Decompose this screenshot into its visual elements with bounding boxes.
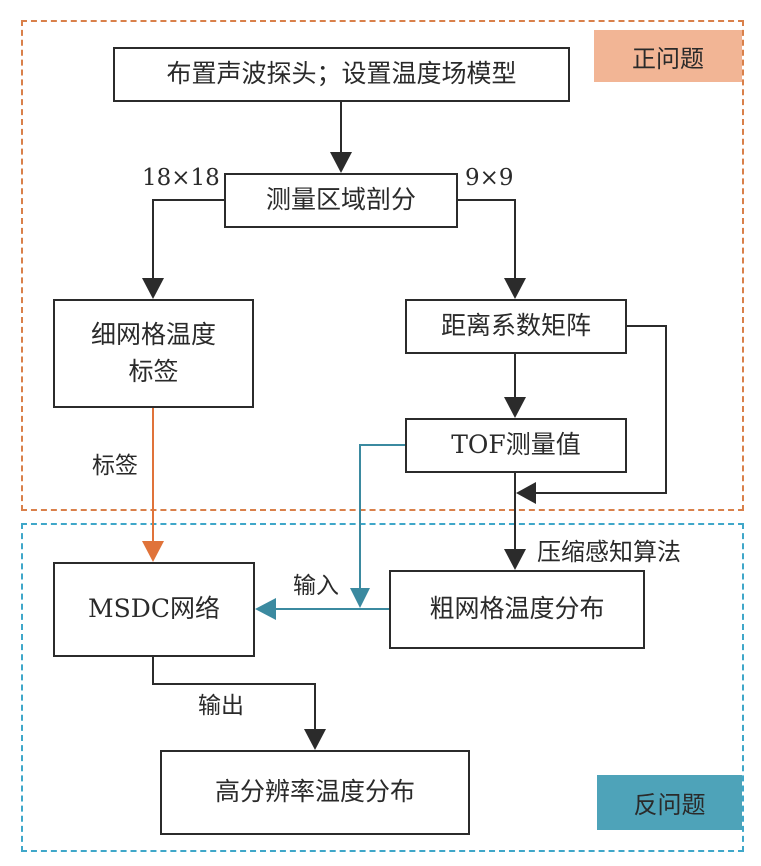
edge-distance-matrix-junction (536, 325, 667, 494)
label-label: 标签 (92, 453, 138, 479)
edge-partition-distance-matrix (457, 199, 516, 278)
edge-msdc-high-res (152, 656, 316, 729)
node-high-res-text: 高分辨率温度分布 (214, 777, 415, 807)
node-tof-text: TOF测量值 (451, 430, 581, 460)
node-tof: TOF测量值 (405, 418, 627, 473)
inverse-problem-badge: 反问题 (597, 775, 742, 830)
forward-problem-badge: 正问题 (594, 30, 742, 82)
arrowhead-fine-label-msdc (142, 541, 164, 562)
arrowhead-distance-matrix-tof (504, 397, 526, 418)
forward-problem-label: 正问题 (632, 44, 704, 73)
arrowhead-partition-distance-matrix (504, 278, 526, 299)
node-coarse-text: 粗网格温度分布 (429, 594, 605, 624)
arrowhead-partition-fine-label (142, 278, 164, 299)
label-fine-grid: 18×18 (142, 165, 220, 191)
node-fine-label: 细网格温度 标签 (53, 299, 254, 408)
edge-tof-input (359, 444, 405, 588)
inverse-problem-label: 反问题 (633, 791, 706, 819)
node-partition: 测量区域剖分 (224, 173, 458, 228)
node-fine-label-line1: 细网格温度 (90, 320, 216, 350)
node-setup: 布置声波探头；设置温度场模型 (113, 47, 570, 102)
label-coarse-grid: 9×9 (465, 165, 514, 191)
inverse-problem-region (21, 523, 744, 852)
arrowhead-distance-matrix-junction (516, 482, 536, 504)
node-msdc-text: MSDC网络 (88, 594, 220, 624)
node-coarse: 粗网格温度分布 (389, 570, 645, 649)
label-output: 输出 (198, 693, 244, 719)
node-distance-matrix-text: 距离系数矩阵 (440, 311, 591, 341)
node-msdc: MSDC网络 (53, 562, 255, 657)
node-partition-text: 测量区域剖分 (265, 185, 416, 215)
edge-partition-fine-label (152, 199, 224, 278)
arrowhead-setup-partition (330, 152, 352, 173)
label-compressed-sensing: 压缩感知算法 (537, 538, 681, 566)
arrowhead-coarse-msdc (255, 598, 276, 620)
arrowhead-msdc-high-res (304, 729, 326, 750)
node-fine-label-line2: 标签 (128, 356, 179, 386)
node-distance-matrix: 距离系数矩阵 (405, 299, 627, 354)
node-high-res: 高分辨率温度分布 (160, 750, 470, 835)
label-input: 输入 (293, 573, 339, 599)
arrowhead-tof-input (350, 588, 370, 608)
arrowhead-tof-coarse (504, 549, 526, 570)
forward-problem-region (21, 20, 744, 511)
node-setup-text: 布置声波探头；设置温度场模型 (166, 59, 517, 89)
